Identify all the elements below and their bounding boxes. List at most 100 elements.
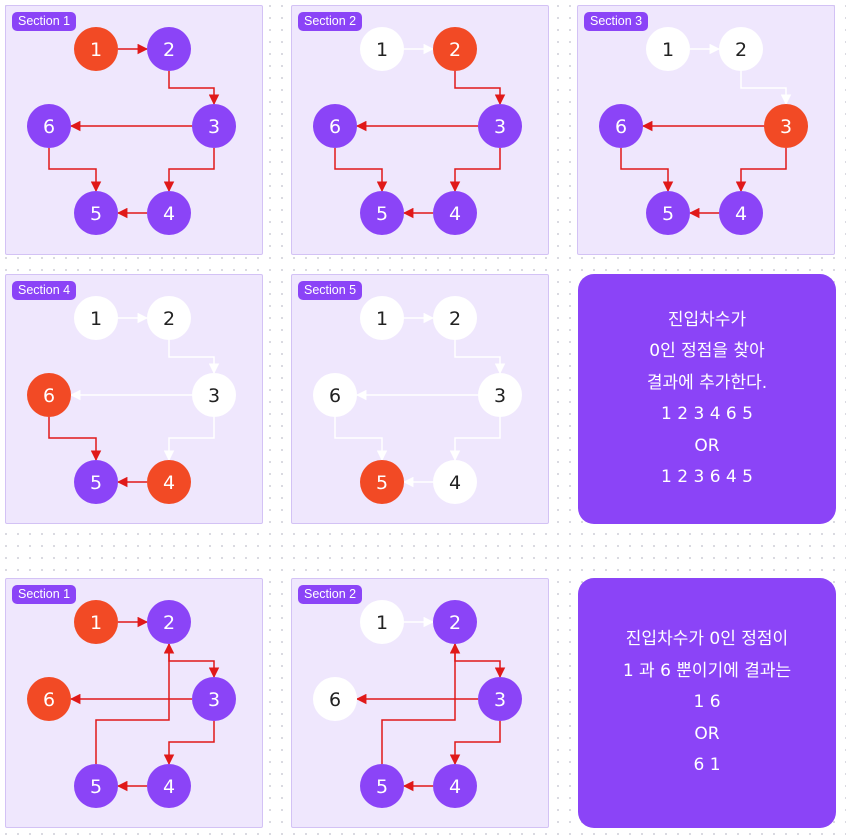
svg-text:2: 2 xyxy=(449,612,461,634)
edge-5-2 xyxy=(381,642,461,764)
svg-text:6: 6 xyxy=(43,689,55,711)
node-5: 5 xyxy=(360,764,404,808)
svg-text:2: 2 xyxy=(163,39,175,61)
node-5: 5 xyxy=(74,764,118,808)
node-6: 6 xyxy=(27,104,71,148)
node-6: 6 xyxy=(313,373,357,417)
edge-2-3 xyxy=(168,644,220,679)
node-4: 4 xyxy=(433,460,477,504)
svg-text:6: 6 xyxy=(615,116,627,138)
svg-text:4: 4 xyxy=(163,776,175,798)
svg-text:2: 2 xyxy=(163,612,175,634)
svg-text:6: 6 xyxy=(329,385,341,407)
node-5: 5 xyxy=(74,191,118,235)
svg-text:4: 4 xyxy=(449,203,461,225)
node-2: 2 xyxy=(147,27,191,71)
note-line: 1 2 3 6 4 5 xyxy=(661,467,753,487)
node-3: 3 xyxy=(192,373,236,417)
note-line: 1 6 xyxy=(693,692,721,713)
node-4: 4 xyxy=(147,460,191,504)
node-3: 3 xyxy=(192,677,236,721)
node-2: 2 xyxy=(147,296,191,340)
svg-text:2: 2 xyxy=(449,308,461,330)
svg-text:1: 1 xyxy=(662,39,674,61)
section-label: Section 5 xyxy=(298,281,363,300)
node-3: 3 xyxy=(478,104,522,148)
section-label: Section 2 xyxy=(298,585,363,604)
svg-text:2: 2 xyxy=(449,39,461,61)
node-3: 3 xyxy=(192,104,236,148)
panel-7: 1 2 3 4 5 6 Section 2 xyxy=(291,578,549,828)
svg-text:2: 2 xyxy=(735,39,747,61)
svg-text:6: 6 xyxy=(329,116,341,138)
svg-text:5: 5 xyxy=(376,776,388,798)
svg-text:3: 3 xyxy=(494,385,506,407)
edge-3-4 xyxy=(449,721,501,766)
svg-text:3: 3 xyxy=(494,689,506,711)
node-5: 5 xyxy=(646,191,690,235)
edge-5-2 xyxy=(95,642,175,764)
edge-3-4 xyxy=(163,721,215,766)
node-5: 5 xyxy=(74,460,118,504)
node-1: 1 xyxy=(74,27,118,71)
node-3: 3 xyxy=(478,677,522,721)
note-line: 1 과 6 뿐이기에 결과는 xyxy=(622,660,792,681)
svg-text:4: 4 xyxy=(735,203,747,225)
svg-text:1: 1 xyxy=(376,612,388,634)
svg-text:1: 1 xyxy=(376,308,388,330)
svg-text:5: 5 xyxy=(90,472,102,494)
edge-3-4 xyxy=(449,148,501,193)
node-2: 2 xyxy=(719,27,763,71)
edge-2-3 xyxy=(454,644,506,679)
node-4: 4 xyxy=(433,764,477,808)
note-line: 0인 정점을 찾아 xyxy=(649,341,765,361)
node-2: 2 xyxy=(433,296,477,340)
svg-text:1: 1 xyxy=(90,612,102,634)
node-1: 1 xyxy=(360,296,404,340)
note-line: OR xyxy=(694,723,720,744)
edge-6-5 xyxy=(48,417,102,462)
svg-text:6: 6 xyxy=(329,689,341,711)
edge-6-5 xyxy=(334,417,388,462)
node-3: 3 xyxy=(478,373,522,417)
node-6: 6 xyxy=(27,373,71,417)
node-1: 1 xyxy=(74,296,118,340)
note-line: 진입차수가 xyxy=(667,309,747,330)
svg-text:3: 3 xyxy=(780,116,792,138)
svg-text:4: 4 xyxy=(449,472,461,494)
graph-diagram: 1 2 34 5 6 xyxy=(27,27,236,235)
node-3: 3 xyxy=(764,104,808,148)
svg-text:6: 6 xyxy=(43,385,55,407)
node-5: 5 xyxy=(360,191,404,235)
svg-text:5: 5 xyxy=(90,203,102,225)
edge-2-3 xyxy=(454,71,506,106)
svg-text:6: 6 xyxy=(43,116,55,138)
svg-text:5: 5 xyxy=(376,203,388,225)
svg-text:2: 2 xyxy=(163,308,175,330)
svg-text:1: 1 xyxy=(90,39,102,61)
edge-3-4 xyxy=(163,148,215,193)
svg-text:3: 3 xyxy=(208,689,220,711)
graph-diagram: 1 2 3 4 5 6 xyxy=(599,27,808,235)
section-label: Section 3 xyxy=(584,12,649,31)
node-4: 4 xyxy=(147,191,191,235)
svg-text:4: 4 xyxy=(163,472,175,494)
edge-3-4 xyxy=(163,417,215,462)
node-6: 6 xyxy=(313,104,357,148)
edge-2-3 xyxy=(168,71,220,106)
node-4: 4 xyxy=(719,191,763,235)
graph-diagram: 1 2 3 4 5 6 xyxy=(313,600,522,808)
svg-text:3: 3 xyxy=(208,385,220,407)
section-label: Section 1 xyxy=(12,585,77,604)
graph-diagram: 1 2 3 4 5 6 xyxy=(27,296,236,504)
note-line: OR xyxy=(694,435,720,456)
section-label: Section 1 xyxy=(12,12,77,31)
graph-diagram: 1 2 3 4 5 6 xyxy=(27,600,236,808)
edge-3-4 xyxy=(735,148,787,193)
node-4: 4 xyxy=(433,191,477,235)
node-5: 5 xyxy=(360,460,404,504)
node-6: 6 xyxy=(313,677,357,721)
